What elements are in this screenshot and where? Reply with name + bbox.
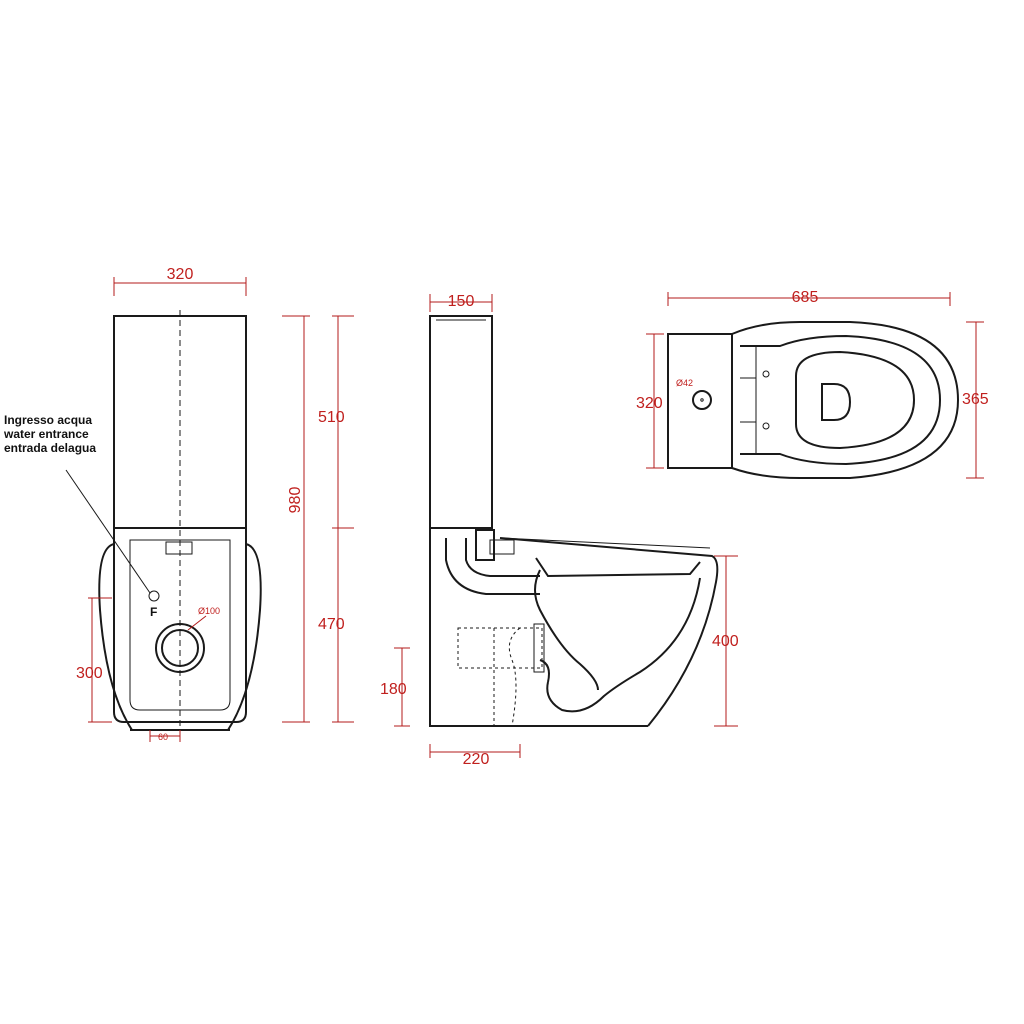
dim-top-bowl-width: 365 [962, 321, 989, 479]
dim-top-rear-width: 320 [636, 333, 664, 469]
outlet-outer-circle [155, 623, 205, 673]
dim-side-base-depth: 220 [429, 744, 521, 768]
top-seat-hole-upper [762, 370, 770, 378]
dim-side-bowl-height-label: 400 [712, 633, 739, 650]
inlet-label-it: Ingresso acqua [4, 413, 92, 427]
dim-front-tank-base: 510 470 [318, 315, 354, 723]
top-bowl-opening [795, 350, 916, 450]
side-outlet-flange [533, 623, 545, 673]
dim-outlet-leader [187, 615, 207, 631]
side-bowl-outer [499, 537, 719, 727]
inlet-label-es: entrada delagua [4, 441, 96, 455]
top-seat-outline [740, 334, 942, 466]
dim-top-rear-width-label: 320 [636, 395, 663, 412]
front-view: F Ingresso acqua water entrance entrada … [3, 266, 354, 742]
dim-top-length-label: 685 [792, 289, 819, 306]
side-hidden-curve [508, 627, 521, 727]
side-flush-connector [489, 539, 515, 555]
front-left-wing [98, 543, 133, 731]
side-flush-channel-outer [445, 538, 540, 595]
dim-outlet-diameter-label: Ø100 [198, 606, 220, 616]
front-inner-panel [129, 539, 231, 711]
top-button-hole-center [700, 398, 704, 402]
dim-side-tank-depth-label: 150 [448, 293, 475, 310]
dim-front-bottom-label: 60 [158, 732, 168, 742]
side-seat-line [499, 537, 711, 549]
side-flush-channel-inner [465, 538, 540, 577]
top-drain-opening [821, 383, 852, 421]
dim-top-bowl-width-label: 365 [962, 391, 989, 408]
dim-front-bottom-offset: 60 [149, 730, 181, 742]
dim-side-outlet-height-label: 180 [380, 681, 407, 698]
side-base-rear [429, 528, 648, 727]
dim-front-base-label: 470 [318, 616, 345, 633]
dim-side-bowl-height: 400 [712, 555, 739, 727]
dim-front-width: 320 [113, 266, 247, 296]
dim-side-tank-depth: 150 [429, 293, 493, 312]
top-outline [667, 321, 960, 479]
outlet-inner-circle [161, 629, 199, 667]
dim-side-base-depth-label: 220 [463, 751, 490, 768]
top-button-hole [692, 390, 712, 410]
flush-plate [165, 541, 193, 555]
dim-top-length: 685 [667, 289, 951, 306]
side-tank-outline [429, 315, 493, 529]
side-flush-valve [475, 529, 495, 561]
inlet-label-en: water entrance [3, 427, 89, 441]
dim-side-outlet-height: 180 [380, 647, 410, 727]
dim-front-width-label: 320 [167, 266, 194, 283]
dim-front-inlet-height: 300 [76, 597, 112, 723]
dim-front-tank-label: 510 [318, 409, 345, 426]
top-seat-hole-lower [762, 422, 770, 430]
side-hidden-outlet-pipe [457, 627, 543, 669]
dim-front-inlet-label: 300 [76, 665, 103, 682]
inlet-leader-line [65, 469, 151, 594]
dim-top-hole-label: Ø42 [676, 378, 693, 388]
dim-front-total-height: 980 [282, 315, 310, 723]
dim-front-total-height-label: 980 [287, 487, 304, 514]
side-trap-inner [534, 569, 599, 691]
front-right-wing [227, 543, 262, 731]
side-bowl-rim [535, 557, 701, 578]
inlet-marker: F [150, 605, 157, 619]
water-inlet-circle [148, 590, 160, 602]
front-base-outline [113, 527, 247, 723]
top-view: Ø42 685 320 365 [636, 289, 989, 479]
side-trap-outer [546, 577, 701, 713]
side-view: 150 220 400 180 [380, 293, 739, 768]
